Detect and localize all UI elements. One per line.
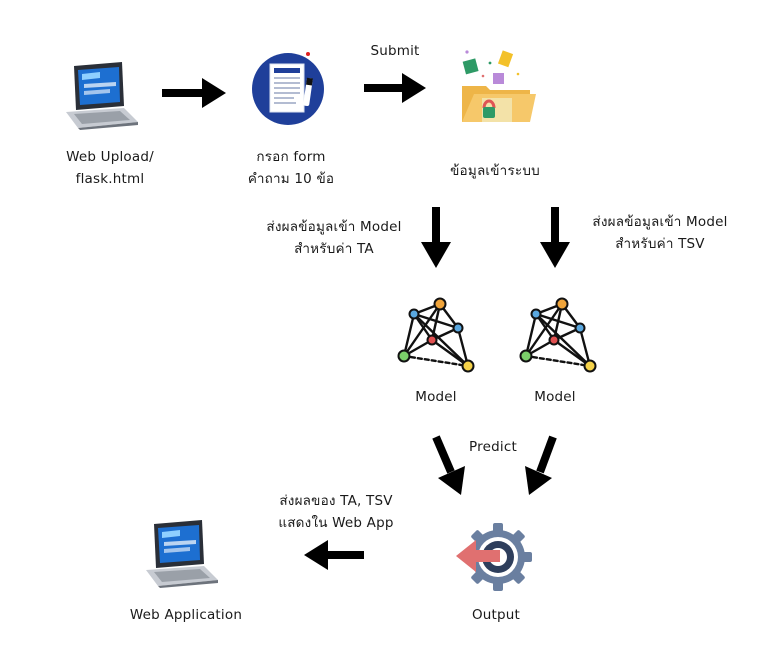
predict-label: Predict (469, 439, 517, 455)
arrow-send-ta (421, 207, 451, 268)
form-line2: คำถาม 10 ข้อ (247, 171, 335, 187)
laptop-icon (66, 62, 138, 130)
form-line1: กรอก form (256, 149, 326, 165)
data-folder-icon (462, 50, 536, 122)
laptop-web-app-icon (146, 520, 218, 588)
send-ta-line1: ส่งผลข้อมูลเข้า Model (266, 219, 402, 235)
arrow-predict-right (525, 435, 557, 495)
show-result-label: ส่งผลของ TA, TSV แสดงใน Web App (256, 490, 416, 534)
model-ta-label: Model (415, 389, 457, 405)
arrow-predict-left (432, 435, 465, 495)
arrow-send-tsv (540, 207, 570, 268)
send-tsv-label: ส่งผลข้อมูลเข้า Model สำหรับค่า TSV (570, 211, 750, 255)
data-in-label: ข้อมูลเข้าระบบ (450, 163, 540, 179)
network-model-tsv-icon (519, 297, 597, 373)
send-tsv-line1: ส่งผลข้อมูลเข้า Model (592, 214, 728, 230)
arrow-to-web-app (304, 540, 364, 570)
output-icon (456, 523, 532, 591)
network-model-ta-icon (397, 297, 475, 373)
form-label: กรอก form คำถาม 10 ข้อ (226, 146, 356, 190)
submit-label: Submit (370, 43, 420, 59)
model-tsv-label: Model (534, 389, 576, 405)
web-upload-label: Web Upload/ flask.html (40, 146, 180, 190)
send-ta-line2: สำหรับค่า TA (294, 241, 374, 257)
arrow-upload-to-form (162, 78, 226, 108)
form-icon (252, 52, 324, 125)
web-upload-line2: flask.html (75, 171, 145, 187)
arrow-submit (364, 73, 426, 103)
send-ta-label: ส่งผลข้อมูลเข้า Model สำหรับค่า TA (244, 216, 424, 260)
web-upload-line1: Web Upload/ (66, 149, 154, 165)
show-result-line1: ส่งผลของ TA, TSV (279, 493, 393, 509)
output-label: Output (471, 607, 521, 623)
web-app-label: Web Application (129, 607, 243, 623)
show-result-line2: แสดงใน Web App (278, 515, 394, 531)
send-tsv-line2: สำหรับค่า TSV (615, 236, 705, 252)
